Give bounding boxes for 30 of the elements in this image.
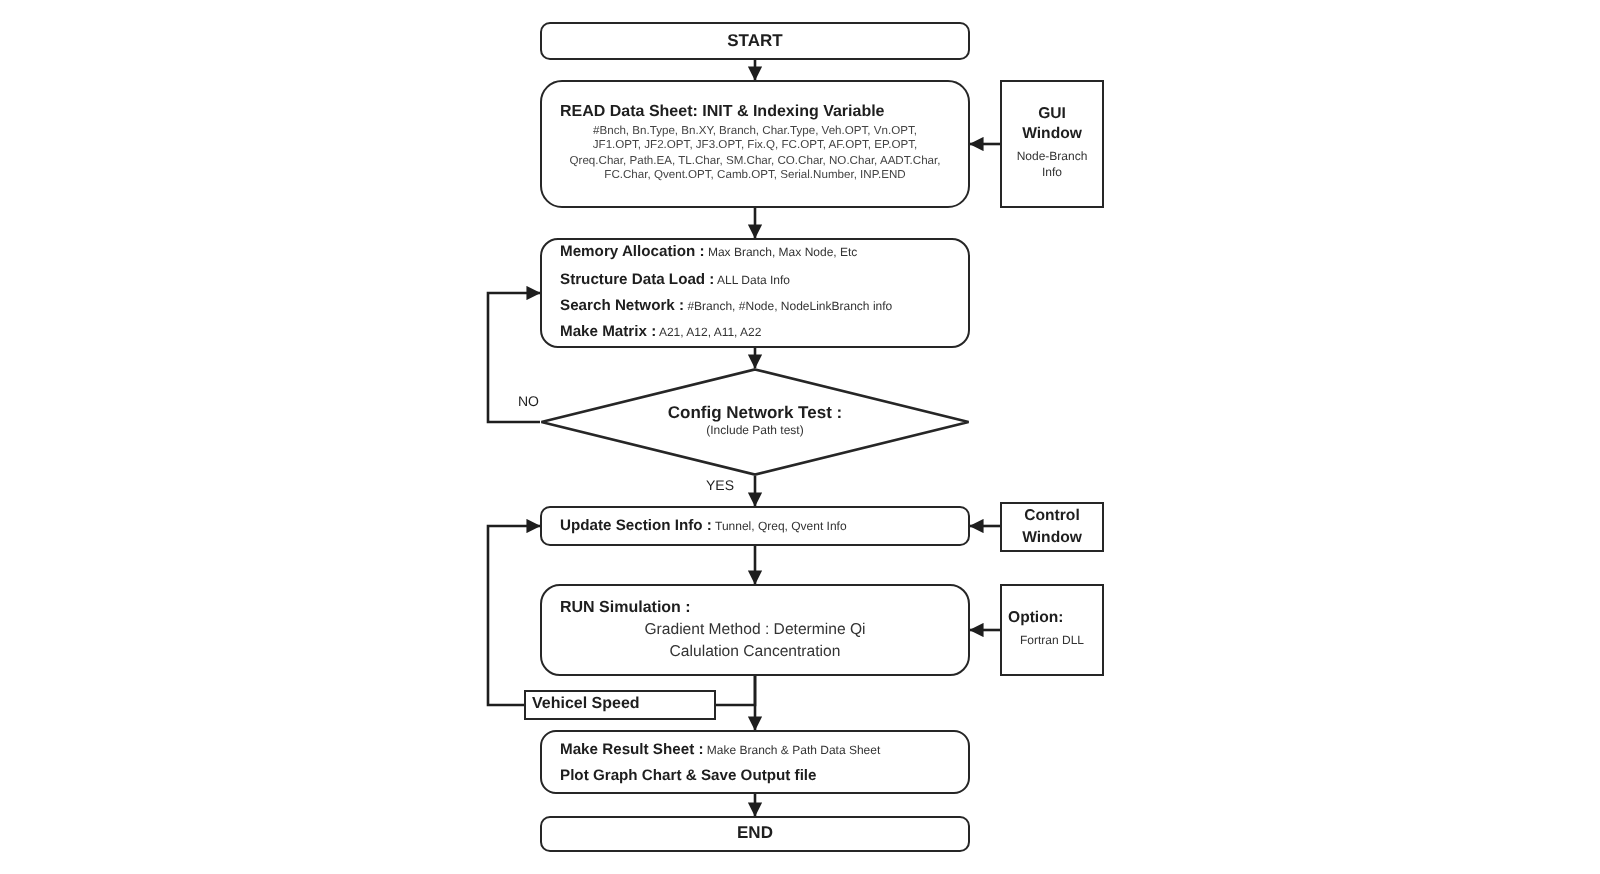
process-box [540, 506, 970, 546]
option-box [1000, 584, 1104, 676]
node-heading: Vehicel Speed [532, 694, 642, 716]
arrow [747, 546, 763, 585]
arrow [969, 622, 1000, 638]
window-box [1000, 502, 1104, 552]
decision-diamond [540, 368, 970, 476]
process-box [540, 238, 970, 348]
arrow [747, 794, 763, 817]
arrow [969, 136, 1000, 152]
input-box [524, 690, 716, 720]
node-title: Config Network Test : [667, 402, 843, 425]
node-title: START [725, 29, 785, 53]
process-box [540, 80, 970, 208]
arrow [969, 518, 1000, 534]
process-box [540, 584, 970, 676]
arrow [747, 208, 763, 239]
node-heading: RUN Simulation : [560, 597, 693, 619]
arrow [747, 348, 763, 369]
window-box [1000, 80, 1104, 208]
arrow [486, 518, 541, 707]
process-box [540, 730, 970, 794]
end-terminal [540, 816, 970, 852]
node-heading: READ Data Sheet: INIT & Indexing Variable [560, 102, 887, 124]
node-title: END [735, 822, 775, 846]
start-terminal [540, 22, 970, 60]
arrow [747, 476, 763, 507]
arrow [747, 60, 763, 81]
connector-line [716, 676, 757, 707]
arrow [486, 285, 541, 424]
